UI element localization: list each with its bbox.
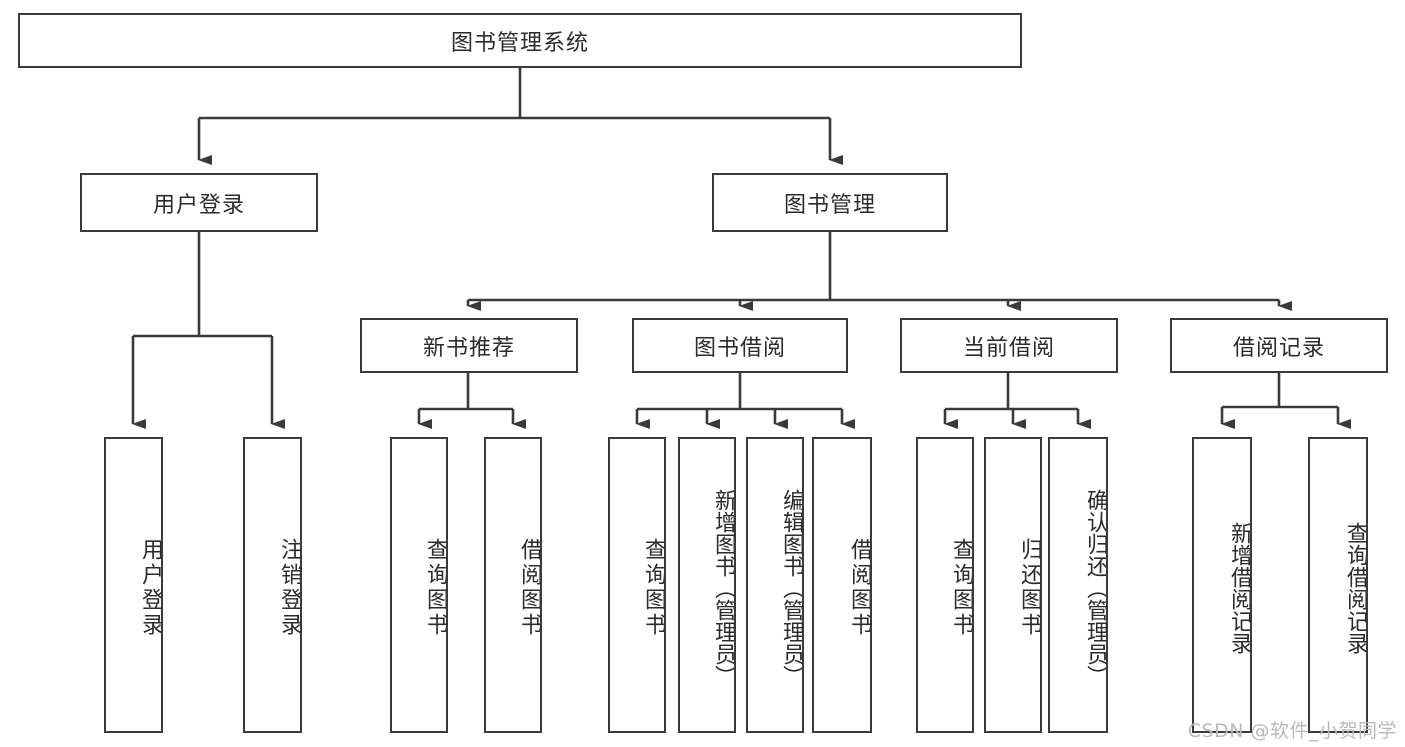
leaf-borrow-book-new[interactable]: 借阅图书 (484, 437, 542, 733)
node-current-borrow[interactable]: 当前借阅 (900, 318, 1118, 373)
leaf-user-login[interactable]: 用户登录 (104, 437, 163, 733)
leaf-borrow-book-borrow[interactable]: 借阅图书 (812, 437, 872, 733)
node-new-book-recommend[interactable]: 新书推荐 (360, 318, 578, 373)
node-root[interactable]: 图书管理系统 (18, 13, 1022, 68)
leaf-add-book-admin[interactable]: 新增图书（管理员） (678, 437, 736, 733)
leaf-query-book-borrow[interactable]: 查询图书 (608, 437, 666, 733)
leaf-confirm-return-admin[interactable]: 确认归还（管理员） (1048, 437, 1108, 733)
watermark: CSDN @软件_小贺同学 (1187, 720, 1397, 742)
leaf-logout[interactable]: 注销登录 (243, 437, 302, 733)
leaf-query-borrow-record[interactable]: 查询借阅记录 (1308, 437, 1368, 733)
node-book-borrow[interactable]: 图书借阅 (632, 318, 848, 373)
node-borrow-record[interactable]: 借阅记录 (1170, 318, 1388, 373)
leaf-query-book-new[interactable]: 查询图书 (390, 437, 448, 733)
node-book-manage[interactable]: 图书管理 (712, 173, 948, 232)
leaf-add-borrow-record[interactable]: 新增借阅记录 (1192, 437, 1252, 733)
leaf-edit-book-admin[interactable]: 编辑图书（管理员） (746, 437, 804, 733)
node-user-login[interactable]: 用户登录 (80, 173, 318, 232)
leaf-query-book-current[interactable]: 查询图书 (916, 437, 974, 733)
leaf-return-book[interactable]: 归还图书 (984, 437, 1042, 733)
